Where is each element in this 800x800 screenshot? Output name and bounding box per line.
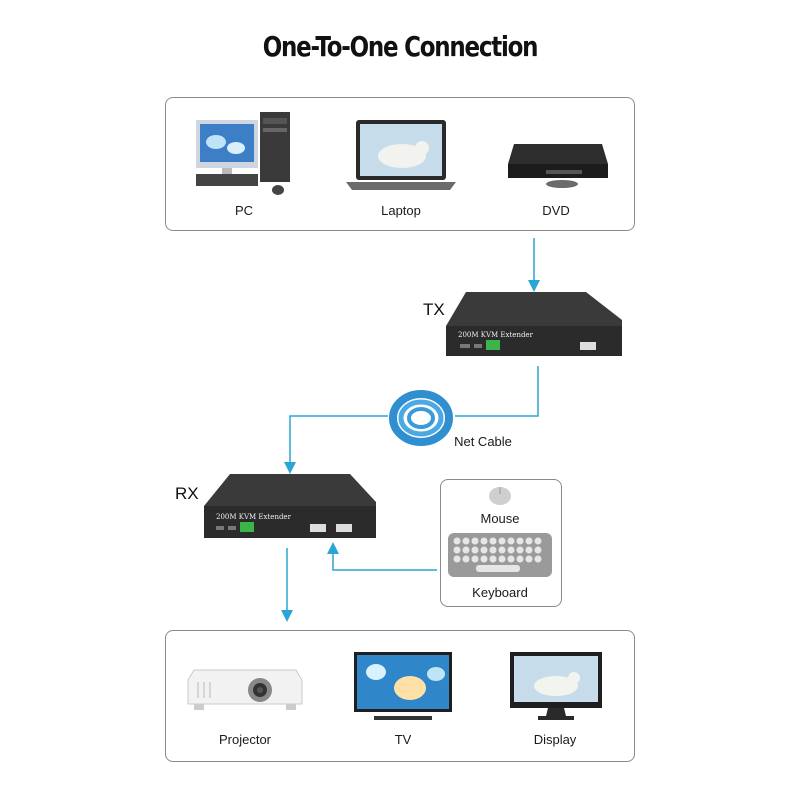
page-title: One-To-One Connection	[262, 30, 539, 63]
rx-device-text: 200M KVM Extender	[216, 513, 291, 521]
source-label-laptop: Laptop	[381, 203, 421, 218]
projector-icon	[186, 666, 304, 714]
net-cable-label: Net Cable	[454, 434, 512, 449]
dvd-player-icon	[506, 136, 608, 190]
mouse-label: Mouse	[480, 511, 520, 526]
output-label-tv: TV	[394, 732, 412, 747]
arrow-keyboard-to-rx	[327, 542, 437, 571]
source-label-pc: PC	[234, 203, 254, 218]
output-label-display: Display	[533, 732, 577, 747]
keyboard-label: Keyboard	[472, 585, 528, 600]
mouse-icon	[488, 486, 512, 506]
output-label-projector: Projector	[218, 732, 272, 747]
laptop-icon	[346, 118, 456, 194]
tv-icon	[354, 652, 452, 722]
monitor-icon	[510, 652, 602, 722]
keyboard-icon	[448, 533, 552, 577]
network-cable-icon	[388, 390, 454, 446]
source-label-dvd: DVD	[542, 203, 570, 218]
pc-icon	[192, 110, 298, 198]
rx-extender-device	[204, 472, 376, 548]
line-tx-to-cable	[455, 366, 539, 417]
tx-extender-device	[446, 290, 622, 366]
arrow-cable-to-rx	[284, 415, 388, 474]
tx-device-text: 200M KVM Extender	[458, 331, 533, 339]
tx-label: TX	[423, 300, 445, 319]
rx-label: RX	[175, 484, 199, 503]
